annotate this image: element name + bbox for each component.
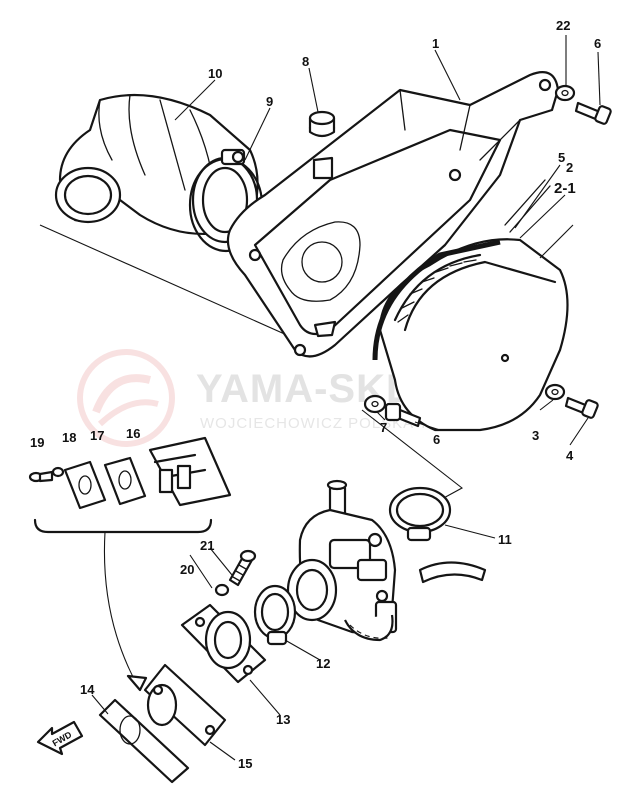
callout-10: 10 bbox=[208, 66, 222, 81]
part-3-washer bbox=[544, 383, 566, 401]
callout-12: 12 bbox=[316, 656, 330, 671]
part-2-1-sponge bbox=[372, 239, 501, 361]
part-15-reed-valve-body bbox=[143, 663, 227, 747]
callout-9: 9 bbox=[266, 94, 273, 109]
part-18-washer bbox=[51, 466, 65, 478]
part-12-hose-clamp bbox=[253, 584, 297, 646]
callout-14: 14 bbox=[80, 682, 95, 697]
part-21-bolt bbox=[228, 549, 257, 587]
callouts: 1 2 2-1 3 4 5 6 6 7 8 9 10 11 12 13 14 1… bbox=[30, 18, 601, 771]
part-19-screw bbox=[28, 470, 54, 483]
part-11-hose-clamp bbox=[388, 486, 452, 542]
reed-group-bracket bbox=[33, 518, 213, 534]
part-16-reed-valve bbox=[148, 436, 232, 507]
reed-group-arrowhead bbox=[126, 674, 148, 692]
part-13-intake-manifold bbox=[180, 603, 267, 684]
callout-20: 20 bbox=[180, 562, 194, 577]
part-14-gasket bbox=[98, 698, 190, 784]
callout-3: 3 bbox=[532, 428, 539, 443]
leader-lines bbox=[91, 35, 601, 761]
part-17-reed-petal-2 bbox=[103, 456, 147, 506]
callout-19: 19 bbox=[30, 435, 44, 450]
callout-2-1: 2-1 bbox=[554, 180, 576, 197]
callout-18: 18 bbox=[62, 430, 76, 445]
callout-7: 7 bbox=[380, 420, 387, 435]
part-6-bolt-top bbox=[574, 101, 612, 125]
part-22-washer bbox=[554, 84, 576, 102]
part-5-seal-strip bbox=[504, 179, 551, 233]
callout-4: 4 bbox=[566, 448, 574, 463]
callout-6-middle: 6 bbox=[433, 432, 440, 447]
part-10-intake-duct bbox=[54, 93, 259, 244]
callout-17: 17 bbox=[90, 428, 104, 443]
callout-22: 22 bbox=[556, 18, 570, 33]
callout-21: 21 bbox=[200, 538, 214, 553]
callout-5: 5 bbox=[558, 150, 565, 165]
callout-6-top: 6 bbox=[594, 36, 601, 51]
part-1-air-cleaner-case bbox=[226, 71, 560, 358]
fwd-arrow-icon: FWD bbox=[36, 720, 84, 756]
reed-group-arrow-line bbox=[103, 531, 141, 691]
callout-15: 15 bbox=[238, 756, 252, 771]
callout-2: 2 bbox=[566, 160, 573, 175]
callout-11: 11 bbox=[498, 532, 512, 547]
part-17-reed-petal bbox=[63, 460, 107, 510]
part-7-washer bbox=[363, 394, 387, 414]
part-4-bolt bbox=[564, 396, 599, 419]
callout-13: 13 bbox=[276, 712, 290, 727]
callout-16: 16 bbox=[126, 426, 140, 441]
part-6-bolt-middle bbox=[384, 402, 422, 428]
watermark-logo bbox=[77, 349, 175, 447]
callout-8: 8 bbox=[302, 54, 309, 69]
part-20-washer bbox=[214, 583, 230, 597]
carburetor bbox=[286, 479, 487, 642]
part-8-cap bbox=[308, 110, 336, 138]
callout-1: 1 bbox=[432, 36, 439, 51]
